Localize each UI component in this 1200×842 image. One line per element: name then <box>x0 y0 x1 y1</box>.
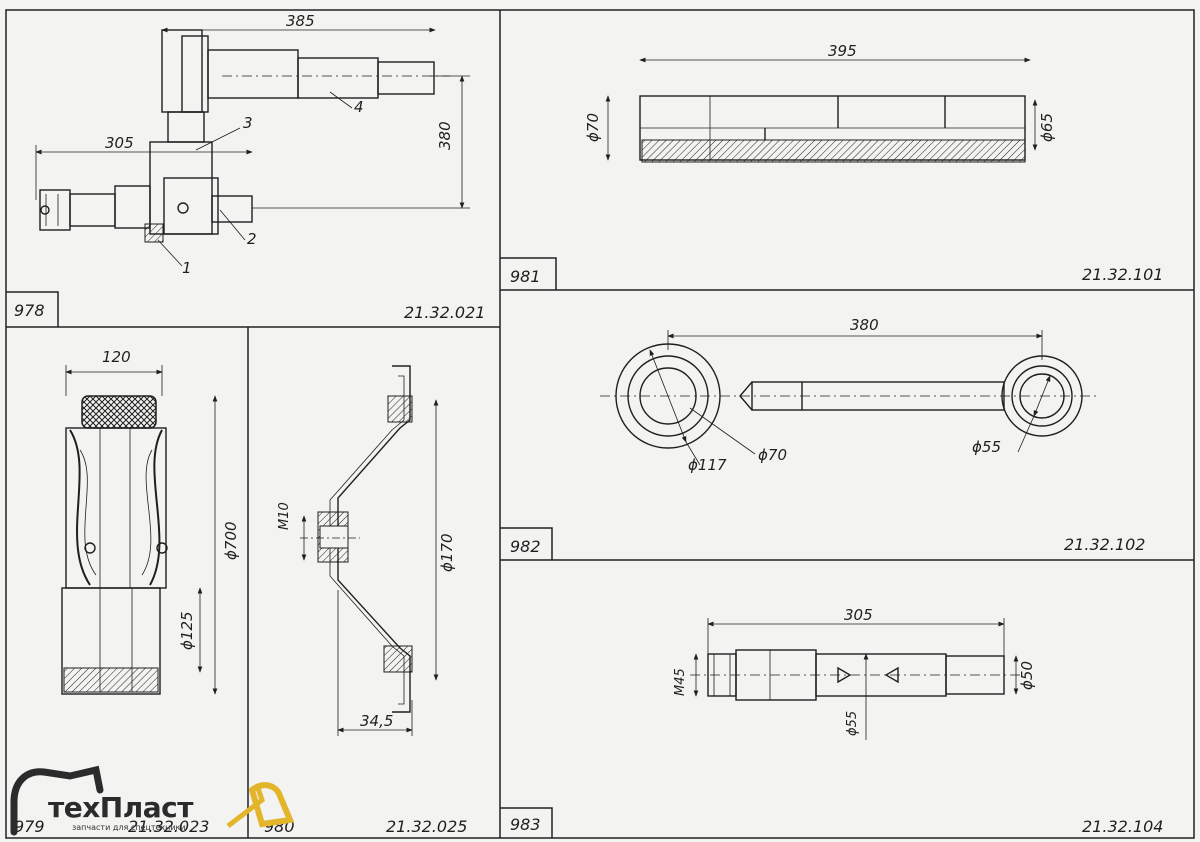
dim-982-d117: ϕ117 <box>688 456 727 474</box>
dim-978-305: 305 <box>105 134 134 152</box>
dim-981-d65: ϕ65 <box>1038 113 1056 142</box>
panel-983-number: 983 <box>510 815 541 834</box>
callout-978-2: 2 <box>247 230 257 248</box>
dim-982-380: 380 <box>850 316 879 334</box>
dim-982-d70: ϕ70 <box>758 446 787 464</box>
dim-983-d50: ϕ50 <box>1018 661 1036 690</box>
dim-983-m45: M45 <box>673 668 688 696</box>
panel-980: M10 ϕ170 34,5 980 21.32.025 <box>264 365 467 836</box>
logo-text: техПласт <box>48 791 193 824</box>
panel-981: 395 ϕ70 ϕ65 981 21.32.101 <box>500 42 1163 290</box>
dim-981-395: 395 <box>828 42 857 60</box>
panel-980-code: 21.32.025 <box>386 817 467 836</box>
dim-979-120: 120 <box>102 348 131 366</box>
panel-979-number: 979 <box>14 817 45 836</box>
panel-978-number: 978 <box>14 301 45 320</box>
dim-983-d55: ϕ55 <box>845 711 860 736</box>
panel-981-number: 981 <box>510 267 541 286</box>
dim-981-d70: ϕ70 <box>584 113 602 142</box>
dim-980-d170: ϕ170 <box>438 533 456 572</box>
panel-978-code: 21.32.021 <box>404 303 485 322</box>
callout-978-3: 3 <box>243 114 253 132</box>
dim-978-380: 380 <box>436 121 454 150</box>
panel-978: 385 305 380 1 2 3 4 978 21.32.021 <box>6 12 485 327</box>
panel-982-code: 21.32.102 <box>1064 535 1145 554</box>
logo-subtitle: запчасти для спецтехники <box>72 823 186 832</box>
callout-978-1: 1 <box>182 259 192 277</box>
dim-983-305: 305 <box>844 606 873 624</box>
panel-982: 380 ϕ117 ϕ70 ϕ55 982 21.32.102 <box>500 316 1145 560</box>
panel-983-code: 21.32.104 <box>1082 817 1163 836</box>
sheet-frame <box>5 9 1195 839</box>
callout-978-4: 4 <box>354 98 364 116</box>
dim-980-34-5: 34,5 <box>360 712 393 730</box>
dim-982-d55: ϕ55 <box>972 438 1001 456</box>
logo-excavator-icon <box>10 765 295 836</box>
dim-978-385: 385 <box>286 12 315 30</box>
dim-979-d700: ϕ700 <box>222 521 240 560</box>
dim-980-m10: M10 <box>277 502 292 530</box>
panel-983: 305 M45 ϕ50 ϕ55 983 21.32.104 <box>500 606 1163 838</box>
panel-981-code: 21.32.101 <box>1082 265 1163 284</box>
dim-979-d125: ϕ125 <box>178 611 196 650</box>
panel-979-code: 21.32.023 <box>128 817 209 836</box>
panel-979: 120 ϕ700 ϕ125 21.32.023 979 <box>14 348 240 836</box>
panel-982-number: 982 <box>510 537 541 556</box>
